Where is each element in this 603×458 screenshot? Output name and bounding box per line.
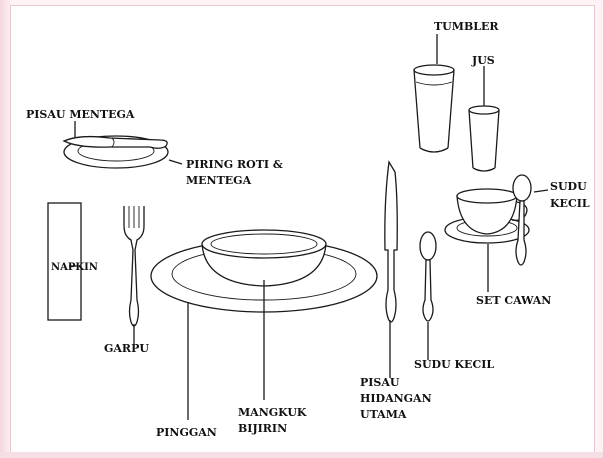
main-knife [385, 162, 397, 322]
label-mangkuk-line2: BIJIRIN [238, 422, 287, 435]
label-pisau-hidangan-line3: UTAMA [360, 408, 407, 421]
label-napkin: NAPKIN [51, 262, 98, 273]
small-spoon [420, 232, 436, 321]
label-sudu-kecil-bottom: SUDU KECIL [414, 358, 494, 371]
label-pinggan: PINGGAN [156, 426, 217, 439]
label-set-cawan: SET CAWAN [476, 294, 551, 307]
label-tumbler: TUMBLER [434, 20, 499, 33]
fork [124, 206, 144, 326]
label-pisau-hidangan-line1: PISAU [360, 376, 400, 389]
juice-glass [469, 106, 499, 171]
label-pisau-hidangan-line2: HIDANGAN [360, 392, 432, 405]
label-jus: JUS [471, 54, 495, 67]
label-pisau-mentega: PISAU MENTEGA [26, 108, 135, 121]
tumbler-glass [414, 65, 454, 152]
label-piring-roti-line2: MENTEGA [186, 174, 252, 187]
label-sudu-kecil-top-line2: KECIL [550, 197, 590, 210]
label-piring-roti-line1: PIRING ROTI & [186, 158, 283, 171]
label-mangkuk-line1: MANGKUK [238, 406, 307, 419]
label-sudu-kecil-top-line1: SUDU [550, 180, 587, 193]
label-garpu: GARPU [104, 342, 149, 355]
